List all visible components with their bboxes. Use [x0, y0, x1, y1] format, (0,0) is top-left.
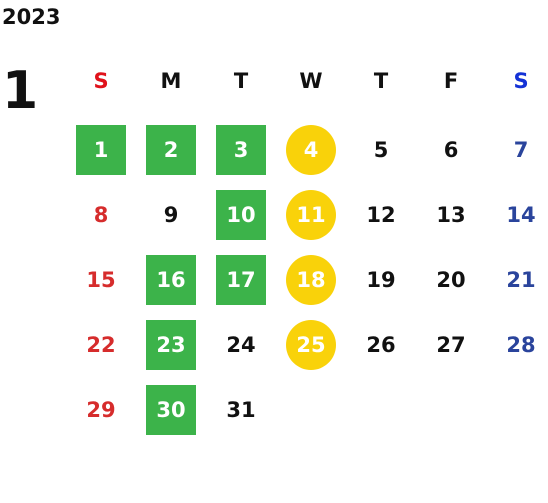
day-cell[interactable]: 13 — [436, 203, 466, 227]
day-cell[interactable]: 5 — [373, 138, 389, 162]
day-cell[interactable]: 23 — [146, 320, 196, 370]
weekday-header: S — [93, 69, 109, 93]
weekday-header: F — [443, 69, 459, 93]
day-cell[interactable]: 30 — [146, 385, 196, 435]
day-cell[interactable]: 18 — [286, 255, 336, 305]
weekday-header: M — [160, 69, 182, 93]
day-cell[interactable]: 24 — [226, 333, 256, 357]
day-cell[interactable]: 25 — [286, 320, 336, 370]
day-cell[interactable]: 16 — [146, 255, 196, 305]
day-cell[interactable]: 4 — [286, 125, 336, 175]
day-cell[interactable]: 8 — [93, 203, 109, 227]
day-cell[interactable]: 14 — [506, 203, 536, 227]
weekday-header: T — [373, 69, 389, 93]
day-cell[interactable]: 29 — [86, 398, 116, 422]
day-cell[interactable]: 10 — [216, 190, 266, 240]
day-cell[interactable]: 6 — [443, 138, 459, 162]
day-cell[interactable]: 27 — [436, 333, 466, 357]
day-cell[interactable]: 17 — [216, 255, 266, 305]
day-cell[interactable]: 28 — [506, 333, 536, 357]
day-cell[interactable]: 15 — [86, 268, 116, 292]
day-cell[interactable]: 2 — [146, 125, 196, 175]
weekday-header: T — [233, 69, 249, 93]
month-number: 1 — [2, 61, 39, 121]
day-cell[interactable]: 22 — [86, 333, 116, 357]
day-cell[interactable]: 3 — [216, 125, 266, 175]
weekday-header: W — [299, 69, 323, 93]
day-cell[interactable]: 11 — [286, 190, 336, 240]
day-cell[interactable]: 19 — [366, 268, 396, 292]
day-cell[interactable]: 21 — [506, 268, 536, 292]
day-cell[interactable]: 31 — [226, 398, 256, 422]
day-cell[interactable]: 7 — [513, 138, 529, 162]
day-cell[interactable]: 20 — [436, 268, 466, 292]
day-cell[interactable]: 12 — [366, 203, 396, 227]
weekday-header: S — [513, 69, 529, 93]
day-cell[interactable]: 1 — [76, 125, 126, 175]
day-cell[interactable]: 9 — [163, 203, 179, 227]
year-label: 2023 — [2, 5, 61, 29]
day-cell[interactable]: 26 — [366, 333, 396, 357]
